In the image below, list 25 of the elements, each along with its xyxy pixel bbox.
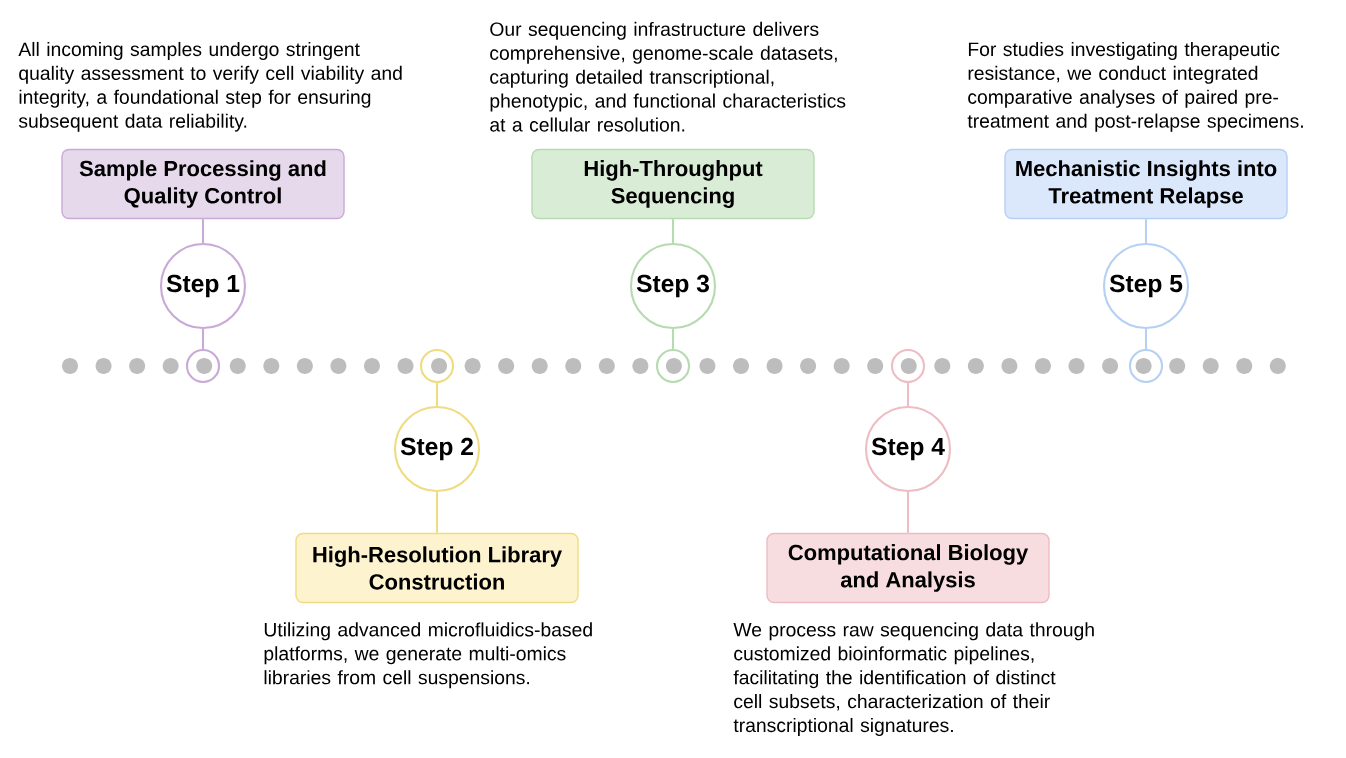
connector-line bbox=[435, 383, 439, 406]
description-text: Utilizing advanced microfluidics-based platforms, we generate multi-omics libraries from cell suspensions. bbox=[264, 622, 592, 689]
description-text: We process raw sequencing data through customized bioinformatic pipelines, facilitating the identification of distinct cell subsets, characterization of their transcriptional signatures. bbox=[733, 622, 1094, 736]
connector-line bbox=[671, 219, 675, 243]
connector-line bbox=[671, 329, 675, 349]
title-box: Computational Biology and Analysis bbox=[766, 532, 1050, 604]
timeline-ring bbox=[1128, 348, 1164, 384]
description-text: Our sequencing infrastructure delivers comprehensive, genome-scale datasets, capturing detailed transcriptional, phenotypic, and functional characteristics at a cellular resolution. bbox=[490, 21, 846, 132]
title-box: Mechanistic Insights into Treatment Relapse bbox=[1004, 148, 1288, 220]
title-box: High-Throughput Sequencing bbox=[531, 148, 815, 220]
connector-line bbox=[435, 492, 439, 533]
timeline-ring bbox=[655, 348, 691, 384]
connector-line bbox=[906, 492, 910, 533]
timeline-ring bbox=[185, 348, 221, 384]
connector-line bbox=[1144, 219, 1148, 243]
connector-line bbox=[201, 329, 205, 349]
connector-line bbox=[906, 383, 910, 406]
connector-line bbox=[1144, 329, 1148, 349]
timeline-ring bbox=[890, 348, 926, 384]
timeline-ring bbox=[419, 348, 455, 384]
description-text: For studies investigating therapeutic resistance, we conduct integrated comparative analyses of paired pre-treatment and post-relapse specimens. bbox=[967, 41, 1303, 132]
description-text: All incoming samples undergo stringent quality assessment to verify cell viability and integrity, a foundational step for ensuring subsequent data reliability. bbox=[18, 41, 402, 132]
connector-line bbox=[201, 219, 205, 243]
title-box: High-Resolution Library Construction bbox=[295, 532, 579, 604]
title-box: Sample Processing and Quality Control bbox=[61, 148, 345, 220]
